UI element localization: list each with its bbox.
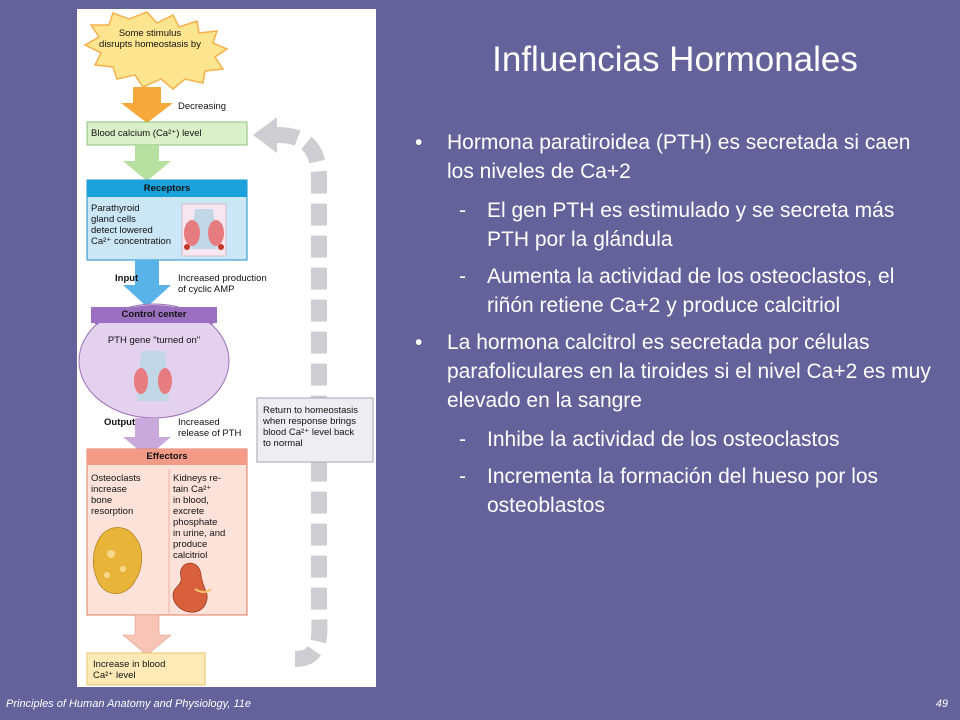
input-label: Input bbox=[115, 273, 139, 284]
sub-bullet-text: Aumenta la actividad de los osteoclastos… bbox=[487, 265, 895, 317]
result-line: Ca²⁺ level bbox=[93, 670, 136, 681]
sub-bullet-dash: - bbox=[459, 428, 466, 451]
sub-bullet-text: Inhibe la actividad de los osteoclastos bbox=[487, 428, 840, 451]
return-line: to normal bbox=[263, 438, 303, 449]
sub-bullet-item: - Inhibe la actividad de los osteoclasto… bbox=[415, 425, 935, 454]
kidney-illustration bbox=[172, 562, 212, 613]
return-line: blood Ca²⁺ level back bbox=[263, 427, 355, 438]
receptors-line: Parathyroid bbox=[91, 203, 140, 214]
receptors-header-bar bbox=[87, 180, 247, 197]
effectors-left-line: Osteoclasts bbox=[91, 473, 141, 484]
diagram-graphics bbox=[78, 11, 374, 686]
salmon-arrow bbox=[122, 614, 172, 656]
effectors-right-line: in blood, bbox=[173, 495, 209, 506]
result-box bbox=[86, 652, 206, 686]
receptors-line: Ca²⁺ concentration bbox=[91, 236, 171, 247]
increased-production-line: of cyclic AMP bbox=[178, 284, 235, 295]
stimulus-text: Some stimulus disrupts homeostasis by bbox=[97, 28, 203, 50]
effectors-left-line: increase bbox=[91, 484, 127, 495]
effectors-left-line: resorption bbox=[91, 506, 134, 517]
effectors-left-text: Osteoclasts increase bone resorption bbox=[91, 473, 141, 517]
decreasing-label: Decreasing bbox=[178, 101, 227, 112]
bone-illustration bbox=[93, 527, 143, 594]
footer-source: Principles of Human Anatomy and Physiolo… bbox=[6, 698, 251, 710]
effectors-left-line: bone bbox=[91, 495, 113, 506]
bullet-item: • La hormona calcitrol es secretada por … bbox=[415, 328, 935, 415]
receptors-header: Receptors bbox=[143, 183, 191, 194]
bullet-text: La hormona calcitrol es secretada por cé… bbox=[447, 331, 931, 412]
effectors-right-line: produce bbox=[173, 539, 208, 550]
return-line: Return to homeostasis bbox=[263, 405, 359, 416]
gene-illustration bbox=[134, 351, 172, 401]
increased-production-text: Increased production of cyclic AMP bbox=[178, 273, 267, 295]
blood-calcium-label: Blood calcium (Ca²⁺) level bbox=[91, 128, 202, 139]
receptors-line: detect lowered bbox=[91, 225, 153, 236]
effectors-header-bar bbox=[87, 449, 247, 465]
parathyroid-illustration bbox=[181, 203, 227, 257]
sub-bullet-dash: - bbox=[459, 265, 466, 288]
blood-calcium-box bbox=[86, 121, 248, 146]
page-number: 49 bbox=[935, 698, 948, 710]
blue-arrow bbox=[123, 260, 171, 307]
return-text: Return to homeostasis when response brin… bbox=[263, 405, 358, 449]
sub-bullet-dash: - bbox=[459, 199, 466, 222]
slide-title: Influencias Hormonales bbox=[492, 40, 858, 79]
sub-bullet-text: El gen PTH es estimulado y se secreta má… bbox=[487, 199, 895, 251]
result-line: Increase in blood bbox=[93, 659, 166, 670]
bullet-list: • Hormona paratiroidea (PTH) es secretad… bbox=[415, 128, 935, 528]
effectors-right-line: calcitriol bbox=[173, 550, 208, 561]
return-box bbox=[256, 397, 374, 463]
stimulus-line: disrupts homeostasis by bbox=[99, 39, 201, 50]
effectors-right-text: Kidneys re- tain Ca²⁺ in blood, excrete … bbox=[173, 473, 225, 561]
sub-bullet-dash: - bbox=[459, 465, 466, 488]
green-arrow bbox=[123, 145, 171, 181]
purple-arrow bbox=[123, 418, 171, 457]
increased-release-line: release of PTH bbox=[178, 428, 242, 439]
effectors-header: Effectors bbox=[146, 451, 188, 462]
receptors-line: gland cells bbox=[91, 214, 136, 225]
bullet-item: • Hormona paratiroidea (PTH) es secretad… bbox=[415, 128, 935, 186]
receptors-text: Parathyroid gland cells detect lowered C… bbox=[91, 203, 171, 247]
orange-arrow bbox=[121, 87, 173, 123]
feedback-diagram: Some stimulus disrupts homeostasis by De… bbox=[77, 9, 376, 687]
bullet-dot: • bbox=[415, 131, 423, 154]
increased-production-line: Increased production bbox=[178, 273, 267, 284]
return-line: when response brings bbox=[263, 416, 356, 427]
control-center-text: PTH gene "turned on" bbox=[107, 335, 201, 346]
result-text: Increase in blood Ca²⁺ level bbox=[93, 659, 165, 681]
sub-bullet-item: - El gen PTH es estimulado y se secreta … bbox=[415, 196, 935, 254]
sub-bullet-text: Incrementa la formación del hueso por lo… bbox=[487, 465, 879, 517]
effectors-right-line: phosphate bbox=[173, 517, 218, 528]
effectors-right-line: excrete bbox=[173, 506, 205, 517]
return-arrowhead bbox=[253, 117, 277, 153]
stimulus-line: Some stimulus bbox=[118, 28, 182, 39]
sub-bullet-item: - Incrementa la formación del hueso por … bbox=[415, 462, 935, 520]
bullet-dot: • bbox=[415, 331, 423, 354]
effectors-right-line: in urine, and bbox=[173, 528, 226, 539]
bullet-text: Hormona paratiroidea (PTH) es secretada … bbox=[447, 131, 911, 183]
control-center-header: Control center bbox=[121, 309, 187, 320]
sub-bullet-item: - Aumenta la actividad de los osteoclast… bbox=[415, 262, 935, 320]
effectors-right-line: tain Ca²⁺ bbox=[173, 484, 212, 495]
stimulus-starburst bbox=[83, 11, 229, 90]
increased-release-line: Increased bbox=[178, 417, 220, 428]
effectors-right-line: Kidneys re- bbox=[173, 473, 222, 484]
return-loop bbox=[253, 117, 328, 667]
output-label: Output bbox=[104, 417, 136, 428]
increased-release-text: Increased release of PTH bbox=[178, 417, 241, 439]
